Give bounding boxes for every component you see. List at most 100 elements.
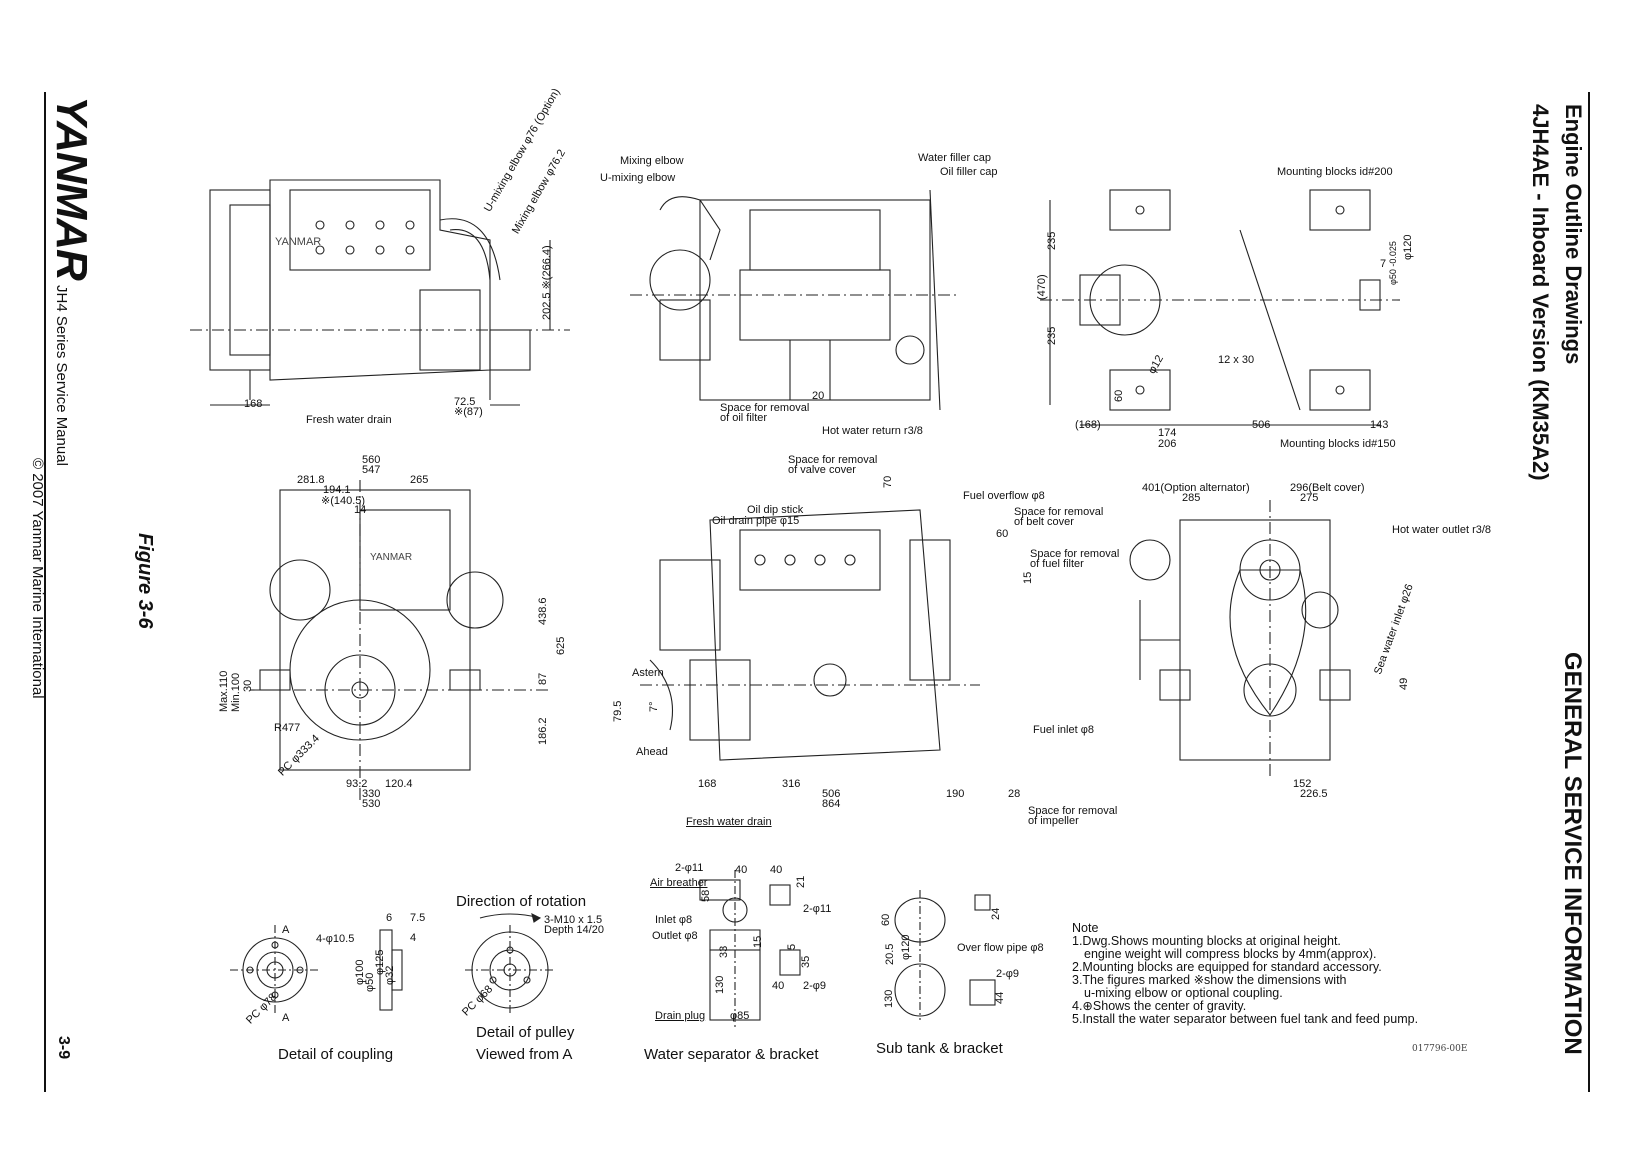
- dim-143: 143: [1370, 419, 1389, 431]
- label-space-impeller: Space for removal of impeller: [1028, 805, 1118, 827]
- drawing-code: 017796-00E: [1412, 1044, 1468, 1054]
- label-fuel-inlet: Fuel inlet φ8: [1033, 724, 1094, 736]
- dim-401-alternator: 401(Option alternator): [1142, 482, 1250, 494]
- dim-phi120: φ120: [1402, 234, 1414, 261]
- left-margin-rule: [44, 92, 46, 1092]
- dim-530: 530: [362, 798, 381, 810]
- dim-35: 35: [800, 955, 812, 968]
- label-fuel-overflow: Fuel overflow φ8: [963, 490, 1045, 502]
- dim-phi50-coupling: φ50: [364, 972, 376, 992]
- dim-152: 152: [1293, 778, 1312, 790]
- dim-330: 330: [362, 788, 381, 800]
- section-title: GENERAL SERVICE INFORMATION: [1559, 652, 1586, 1055]
- dim-235-b: 235: [1046, 326, 1058, 345]
- water-separator-drawing: [699, 870, 801, 1030]
- dim-864: 864: [822, 798, 841, 810]
- note-line-3: 2.Mounting blocks are equipped for stand…: [1072, 960, 1382, 974]
- label-mixing-elbow: Mixing elbow: [620, 155, 684, 167]
- dim-93-2: 93.2: [346, 778, 368, 790]
- dim-296-belt-cover: 296(Belt cover): [1290, 482, 1365, 494]
- dim-depth-14-20: Depth 14/20: [544, 924, 604, 936]
- caption-detail-coupling: Detail of coupling: [278, 1046, 394, 1063]
- dim-phi120-tank: φ120: [900, 934, 912, 961]
- label-hot-water-return: Hot water return r3/8: [822, 425, 923, 437]
- dim-33: 33: [718, 945, 730, 958]
- dim-130-sep: 130: [714, 975, 726, 994]
- dim-60: 60: [1113, 389, 1125, 402]
- dim-625: 625: [555, 636, 567, 655]
- dim-506-mount: 506: [1252, 419, 1271, 431]
- dim-40-a: 40: [735, 864, 748, 876]
- label-ahead: Ahead: [636, 746, 668, 758]
- label-hot-water-outlet: Hot water outlet r3/8: [1392, 524, 1492, 536]
- notes-block: Note 1.Dwg.Shows mounting blocks at orig…: [1072, 922, 1418, 1026]
- yanmar-logo: YANMAR: [47, 96, 96, 280]
- label-mounting-blocks-150: Mounting blocks id#150: [1280, 438, 1396, 450]
- dim-60-tank: 60: [880, 913, 892, 926]
- dim-7deg: 7°: [648, 701, 660, 712]
- coupling-detail-drawing: [230, 925, 403, 1015]
- dim-14: 14: [354, 504, 367, 516]
- label-u-mixing-elbow: U-mixing elbow: [600, 172, 676, 184]
- dim-168-paren: (168): [1075, 419, 1101, 431]
- label-space-valve-cover: Space for removal of valve cover: [788, 454, 878, 476]
- dim-275: 275: [1300, 492, 1319, 504]
- right-margin-rule: [1588, 92, 1590, 1092]
- dim-phi32: φ32: [384, 965, 396, 985]
- dim-120-4: 120.4: [385, 778, 413, 790]
- dim-547: 547: [362, 464, 381, 476]
- dim-2-phi11-right: 2-φ11: [803, 903, 832, 915]
- label-space-belt-cover: Space for removal of belt cover: [1014, 506, 1104, 528]
- dim-7: 7: [1380, 258, 1387, 270]
- engine-mounting-view: [1040, 189, 1400, 426]
- engine-rear-view: [1129, 500, 1351, 780]
- dim-470: (470): [1036, 274, 1048, 300]
- note-line-4: 3.The figures marked ※show the dimension…: [1072, 973, 1347, 987]
- dim-79-5: 79.5: [612, 700, 624, 722]
- label-oil-filler-cap: Oil filler cap: [940, 166, 998, 178]
- subsection-title: Engine Outline Drawings: [1561, 104, 1586, 365]
- dim-438-6: 438.6: [537, 597, 549, 625]
- dim-20: 20: [812, 390, 825, 402]
- dim-58: 58: [700, 889, 712, 902]
- engine-front-view: YANMAR: [250, 480, 550, 800]
- dim-4: 4: [410, 932, 417, 944]
- dim-140-5: ※(140.5): [321, 495, 366, 507]
- dim-265: 265: [410, 474, 429, 486]
- dim-30: 30: [242, 679, 254, 692]
- dim-72-5: 72.5 ※(87): [454, 396, 483, 418]
- sub-tank-drawing: [894, 890, 996, 1020]
- dim-49: 49: [1398, 677, 1410, 690]
- label-outlet-phi8: Outlet φ8: [652, 930, 698, 942]
- engine-top-view: [630, 189, 960, 411]
- svg-text:YANMAR: YANMAR: [370, 552, 412, 563]
- label-mounting-blocks-200: Mounting blocks id#200: [1277, 166, 1393, 178]
- dim-174: 174: [1158, 427, 1177, 439]
- dim-194-1: 194.1: [323, 484, 351, 496]
- caption-detail-pulley: Detail of pulley: [476, 1024, 575, 1041]
- dim-phi50: φ50 -0.025: [1388, 241, 1398, 285]
- label-astern: Astern: [632, 667, 664, 679]
- page-number: 3-9: [55, 1036, 72, 1060]
- label-oil-drain-pipe: Oil drain pipe φ15: [712, 515, 800, 527]
- note-line-2: engine weight will compress blocks by 4m…: [1084, 947, 1377, 961]
- copyright-text: © 2007 Yanmar Marine International: [29, 458, 46, 699]
- dim-202-5: 202.5 ※(266.4): [541, 245, 553, 320]
- dim-r477: R477: [274, 722, 301, 734]
- pulley-detail-drawing: [465, 912, 555, 1015]
- dim-phi85: φ85: [730, 1010, 750, 1022]
- dim-285: 285: [1182, 492, 1201, 504]
- dim-12x30: 12 x 30: [1218, 354, 1255, 366]
- label-water-filler-cap: Water filler cap: [918, 152, 991, 164]
- label-drain-plug: Drain plug: [655, 1010, 706, 1022]
- dim-15-sep: 15: [752, 935, 764, 948]
- dim-max-110: Max.110: [218, 670, 230, 712]
- label-fresh-water-drain-side: Fresh water drain: [686, 816, 772, 828]
- dim-5: 5: [786, 943, 798, 950]
- dim-316: 316: [782, 778, 801, 790]
- dim-2-phi9-sep: 2-φ9: [803, 980, 827, 992]
- dim-4-phi10-5: 4-φ10.5: [316, 933, 355, 945]
- caption-viewed-from-a: Viewed from A: [476, 1046, 573, 1063]
- label-over-flow-pipe: Over flow pipe φ8: [957, 942, 1044, 954]
